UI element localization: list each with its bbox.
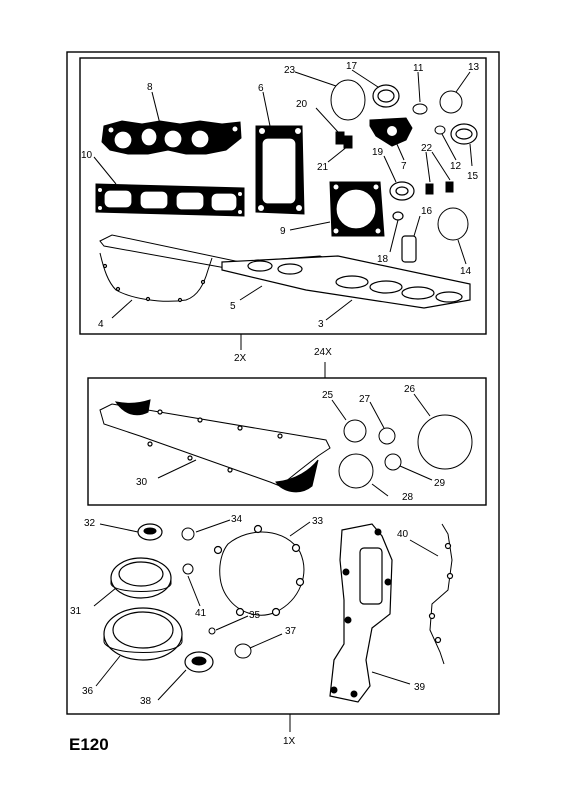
part-15-seal	[450, 123, 478, 145]
part-25-o-ring	[343, 419, 367, 443]
part-9-throttle-gasket	[329, 181, 385, 237]
part-37-seal	[234, 643, 252, 659]
outer-frame	[66, 51, 500, 715]
callout-30: 30	[136, 477, 148, 488]
callout-26: 26	[404, 384, 416, 395]
callout-28: 28	[402, 492, 414, 503]
part-11-ring	[412, 103, 428, 115]
callout-33: 33	[312, 516, 324, 527]
callout-20: 20	[296, 99, 308, 110]
callout-11: 11	[413, 63, 424, 74]
callout-29: 29	[434, 478, 446, 489]
callout-16: 16	[421, 206, 433, 217]
part-33-water-pump-gasket	[213, 524, 305, 617]
callout-21: 21	[317, 162, 329, 173]
part-12-ring	[434, 125, 446, 135]
callout-27: 27	[359, 394, 371, 405]
part-40-gasket-strip	[428, 523, 454, 665]
callout-40: 40	[397, 529, 409, 540]
callout-4: 4	[98, 319, 104, 330]
part-36-seal	[103, 607, 183, 661]
callout-13: 13	[468, 62, 480, 73]
part-6-flange-gasket	[255, 125, 305, 215]
part-7-gasket	[369, 117, 413, 147]
upper-gasket-frame	[79, 57, 487, 335]
quantity-label-middle: 24X	[314, 347, 332, 358]
part-20-valve-seal	[335, 131, 353, 149]
part-34-o-ring	[181, 527, 195, 541]
part-32-seal	[137, 523, 163, 541]
callout-23: 23	[284, 65, 296, 76]
callout-39: 39	[414, 682, 426, 693]
callout-15: 15	[467, 171, 479, 182]
part-38-seal	[184, 651, 214, 673]
part-35-ring	[208, 627, 216, 635]
callout-9: 9	[280, 226, 286, 237]
part-4-sump-gasket	[99, 252, 213, 303]
callout-8: 8	[147, 82, 153, 93]
middle-gasket-frame	[87, 377, 487, 506]
callout-41: 41	[195, 608, 207, 619]
part-31-crankshaft-seal	[110, 557, 172, 599]
callout-37: 37	[285, 626, 297, 637]
part-16-clip	[401, 235, 417, 263]
callout-3: 3	[318, 319, 324, 330]
callout-31: 31	[70, 606, 82, 617]
callout-labels: 8 10 6 23 17 11 13 20 21 7 19 22 12 15 9…	[70, 61, 480, 707]
part-3-cylinder-head-gasket	[221, 255, 471, 309]
illustration-code: E120	[69, 735, 109, 754]
part-14-o-ring	[437, 207, 469, 241]
part-23-o-ring	[330, 79, 366, 121]
callout-14: 14	[460, 266, 472, 277]
callout-17: 17	[346, 61, 358, 72]
callout-19: 19	[372, 147, 384, 158]
callout-10: 10	[81, 150, 93, 161]
callout-18: 18	[377, 254, 389, 265]
quantity-label-outer: 1X	[283, 736, 296, 747]
part-29-o-ring	[384, 453, 402, 471]
part-41-o-ring	[182, 563, 194, 575]
callout-25: 25	[322, 390, 334, 401]
part-10-exhaust-manifold-gasket	[95, 183, 245, 217]
callout-7: 7	[401, 161, 407, 172]
part-27-o-ring	[378, 427, 396, 445]
part-39-timing-cover-gasket	[329, 523, 393, 703]
callout-6: 6	[258, 83, 264, 94]
part-22-seals	[425, 181, 454, 195]
callout-35: 35	[249, 610, 261, 621]
quantity-label-top: 2X	[234, 353, 247, 364]
callout-22: 22	[421, 143, 433, 154]
callout-32: 32	[84, 518, 96, 529]
part-13-ring	[439, 90, 463, 114]
callout-12: 12	[450, 161, 462, 172]
part-17-seal	[372, 84, 400, 108]
part-19-seal	[389, 181, 415, 201]
callout-34: 34	[231, 514, 243, 525]
part-30-oil-pan-gasket	[99, 399, 331, 493]
callout-5: 5	[230, 301, 236, 312]
callout-36: 36	[82, 686, 94, 697]
callout-38: 38	[140, 696, 152, 707]
part-28-o-ring	[338, 453, 374, 489]
leader-lines	[93, 69, 473, 701]
part-8-intake-manifold-gasket	[101, 120, 242, 155]
part-18-washer	[392, 211, 404, 221]
part-26-o-ring	[417, 414, 473, 470]
